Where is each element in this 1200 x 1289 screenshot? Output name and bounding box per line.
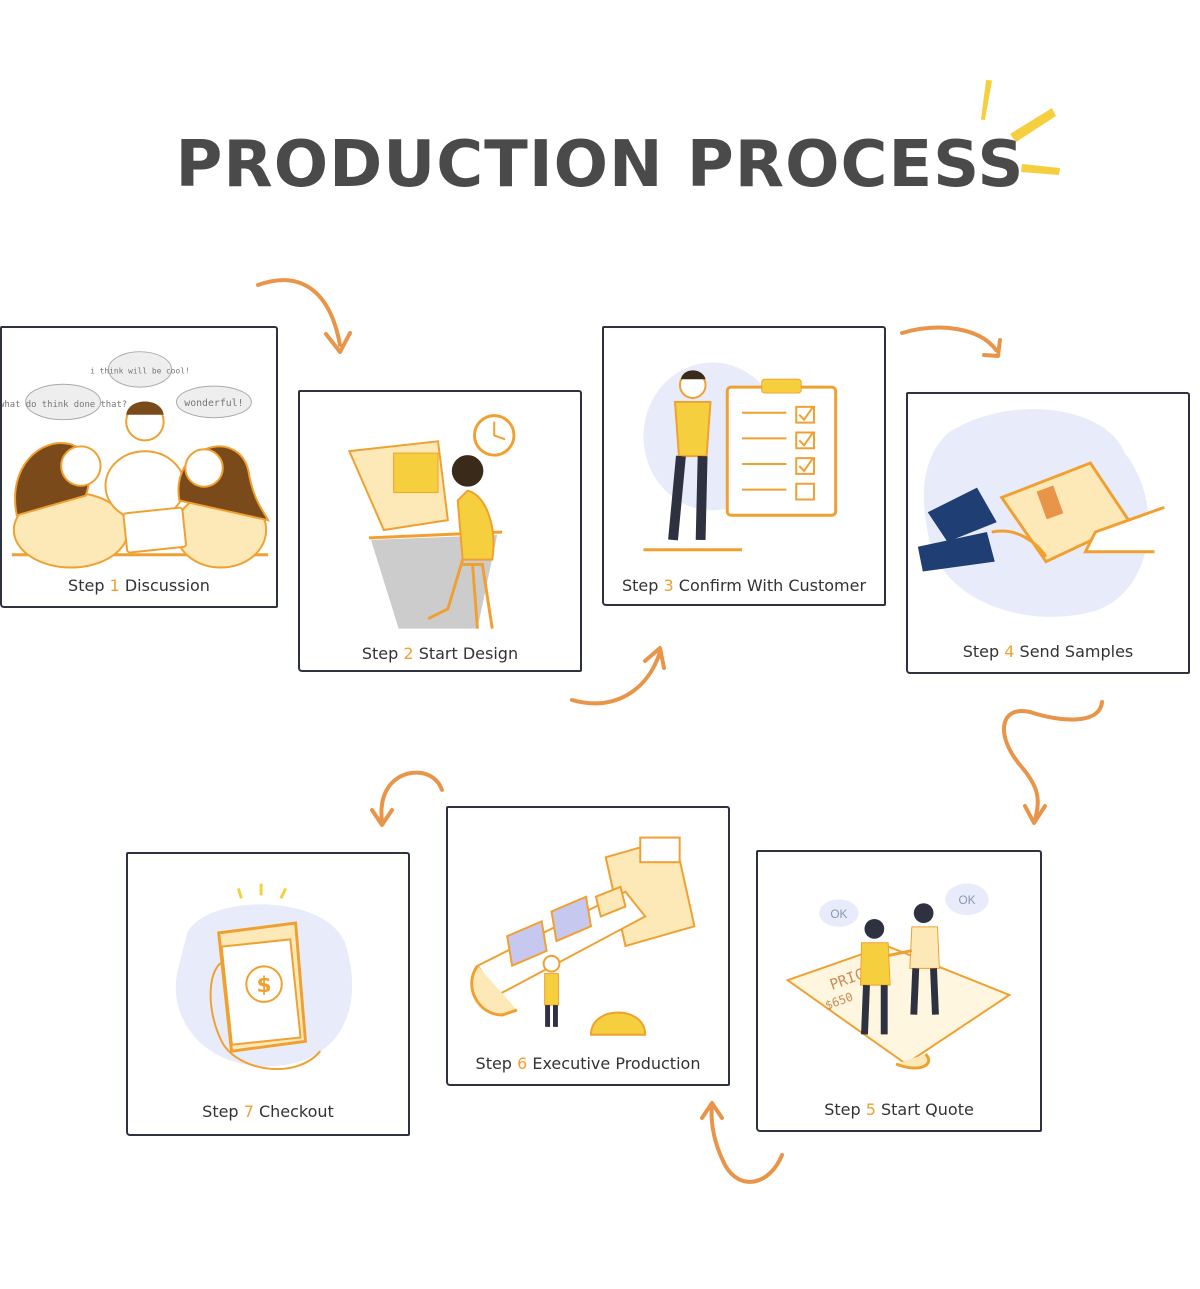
step-card-3: Step 3 Confirm With Customer [602,326,886,606]
bubble-text-2: i think will be cool! [90,366,190,375]
handshake-price-illustration: OK OK PRICE $650 [785,883,1012,1070]
step-caption-2: Step 2 Start Design [300,644,580,663]
step-word: Step [824,1100,861,1119]
step-label: Executive Production [532,1054,701,1073]
step-word: Step [68,576,105,595]
step-word: Step [962,642,1000,661]
step-number: 4 [1004,642,1015,661]
step-card-2: Step 2 Start Design [298,390,582,672]
conveyor-illustration [470,836,696,1036]
step-card-1: what do think done that? i think will be… [0,326,278,608]
discussion-illustration: what do think done that? i think will be… [2,351,270,569]
step-caption-4: Step 4 Send Samples [908,642,1188,661]
step-label: Start Quote [881,1100,974,1119]
step-number: 3 [663,576,674,595]
page-title: PRODUCTION PROCESS [175,128,1025,202]
step-word: Step [621,576,659,595]
step-number: 1 [109,576,120,595]
svg-text:$: $ [257,973,272,998]
step-label: Start Design [418,644,519,663]
step-number: 2 [403,644,414,663]
step-caption-6: Step 6 Executive Production [448,1054,728,1073]
cash-hand-illustration: $ [175,883,353,1071]
designer-desk-illustration [347,414,516,629]
step-number: 5 [865,1100,876,1119]
step-card-6: Step 6 Executive Production [446,806,730,1086]
step-number: 6 [517,1054,528,1073]
step-card-7: $ Step 7 Checkout [126,852,410,1136]
package-handoff-illustration [917,409,1165,617]
arrow-step3-to-step4 [900,325,1002,358]
step-word: Step [202,1102,239,1121]
step-word: Step [475,1054,512,1073]
step-caption-1: Step 1 Discussion [2,576,276,595]
step-caption-7: Step 7 Checkout [128,1102,408,1121]
bubble-ok-1: OK [830,907,847,921]
step-label: Discussion [124,576,210,595]
bubble-text-3: wonderful! [184,398,243,409]
sparkle-icon [980,79,1060,175]
bubble-text-1: what do think done that? [2,400,127,410]
step-caption-5: Step 5 Start Quote [758,1100,1040,1119]
arrow-step2-to-step3 [570,646,666,706]
checklist-illustration [643,362,838,552]
arrow-step4-to-step5 [1002,700,1104,825]
step-word: Step [361,644,399,663]
bubble-ok-2: OK [958,893,975,907]
arrow-step6-to-step7 [370,770,444,827]
step-label: Checkout [258,1102,334,1121]
step-label: Send Samples [1019,642,1134,661]
step-card-5: OK OK PRICE $650 Step 5 Start Quote [756,850,1042,1132]
step-card-4: Step 4 Send Samples [906,392,1190,674]
step-number: 7 [243,1102,254,1121]
step-label: Confirm With Customer [678,576,867,595]
step-caption-3: Step 3 Confirm With Customer [604,576,884,595]
